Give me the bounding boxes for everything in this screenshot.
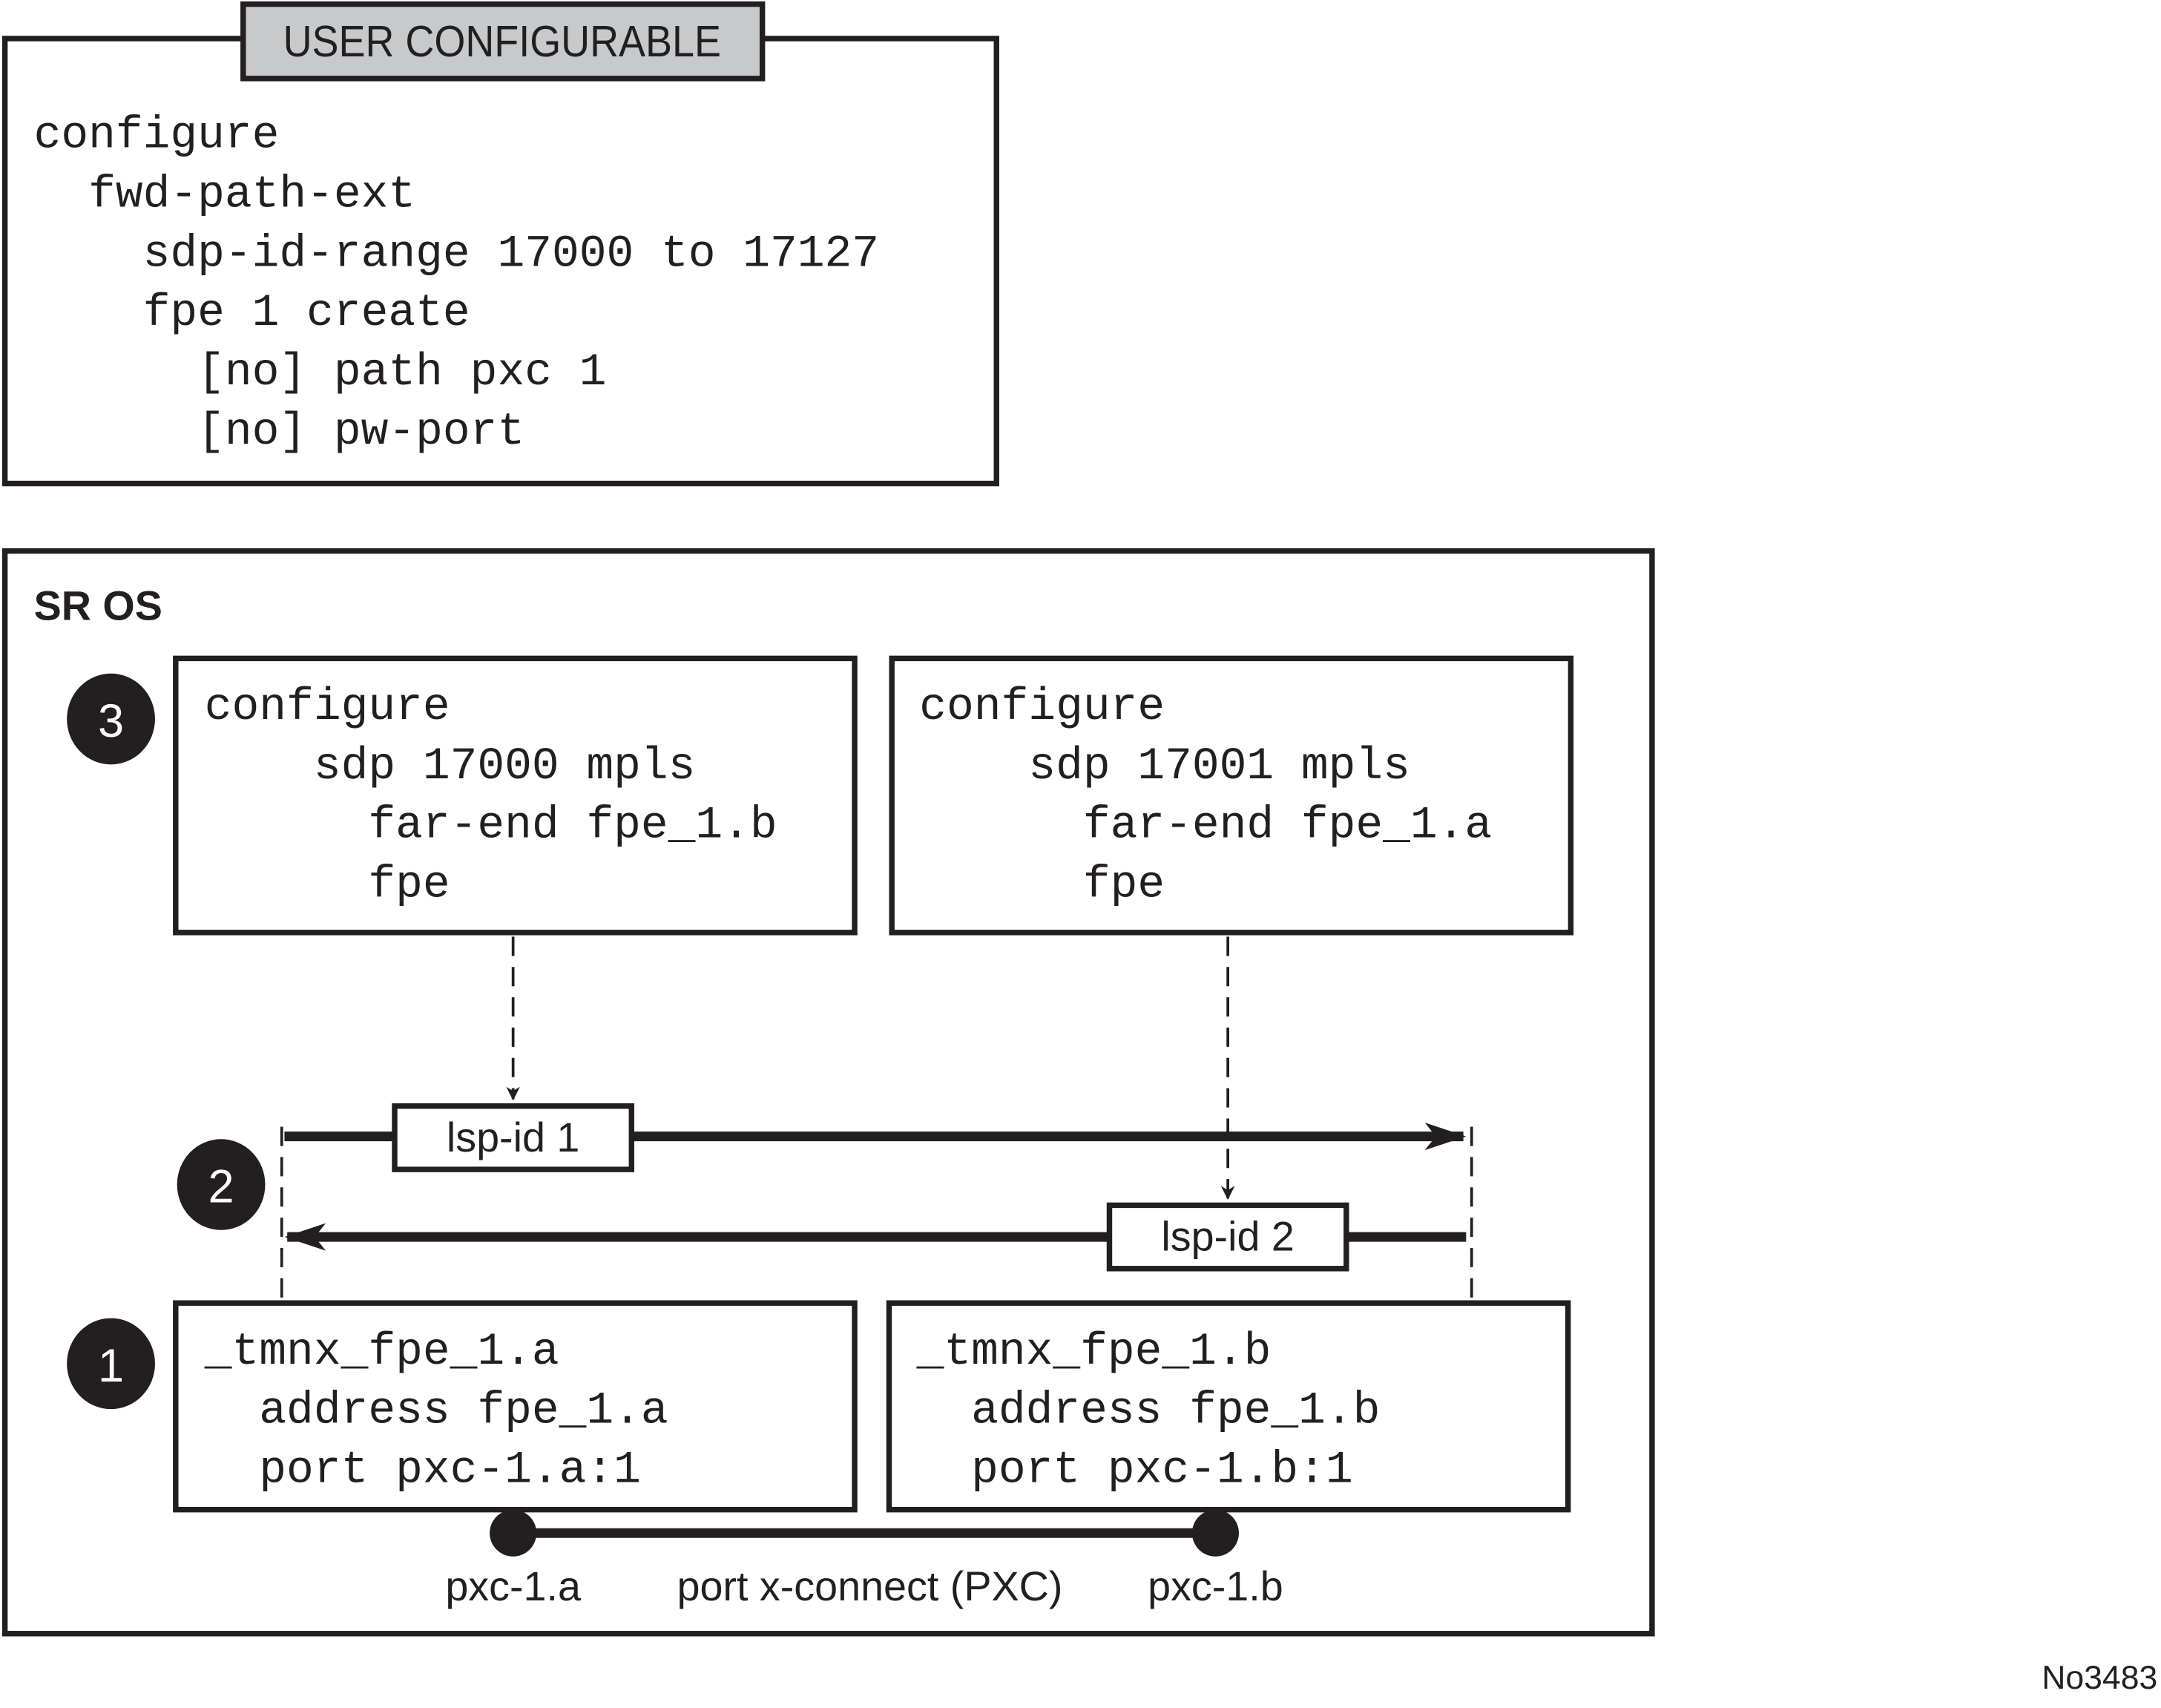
sdp-line: sdp 17000 mpls — [205, 741, 696, 792]
config-line: fwd-path-ext — [34, 169, 416, 220]
user-configurable-title-box — [240, 1, 766, 82]
step-number: 1 — [98, 1340, 124, 1392]
sdp-17001-config: configure sdp 17001 mpls far-end fpe_1.a… — [889, 655, 1574, 936]
lsp1-label-box — [392, 1103, 635, 1172]
lsp2-label-box — [1106, 1202, 1349, 1272]
user-configurable-frame — [1, 36, 999, 487]
step-3-badge: 3 — [67, 673, 155, 765]
step-badge-circle — [67, 673, 155, 765]
sdp-line: sdp 17001 mpls — [919, 741, 1410, 792]
iface-right-frame — [886, 1300, 1571, 1513]
sdp-line: far-end fpe_1.b — [205, 801, 777, 852]
sdp-line: configure — [205, 682, 450, 733]
sdp-17000-config: configure sdp 17000 mpls far-end fpe_1.b… — [173, 655, 858, 936]
sdp-line: configure — [919, 682, 1165, 733]
figure-id: No3483 — [2042, 1660, 2157, 1696]
pxc-left-label: pxc-1.a — [445, 1563, 581, 1609]
config-line: [no] path pxc 1 — [34, 347, 607, 398]
iface-line: port pxc-1.a:1 — [205, 1445, 641, 1497]
sros-panel: SR OS 3 configure sdp 17000 mpls far-end… — [1, 548, 1655, 1637]
iface-line: _tmnx_fpe_1.a — [204, 1327, 559, 1378]
pxc-1b-endpoint-icon — [1191, 1509, 1239, 1557]
config-line: sdp-id-range 17000 to 17127 — [34, 229, 879, 280]
step-1-badge: 1 — [67, 1318, 155, 1410]
pxc-connector: pxc-1.a port x-connect (PXC) pxc-1.b — [445, 1509, 1283, 1609]
step-badge-circle — [67, 1318, 155, 1410]
pxc-center-label: port x-connect (PXC) — [677, 1563, 1062, 1609]
iface-line: address fpe_1.a — [205, 1386, 668, 1437]
sdp-line: fpe — [919, 860, 1165, 911]
iface-line: port pxc-1.b:1 — [917, 1445, 1353, 1497]
step-number: 2 — [208, 1161, 234, 1213]
interface-fpe-1b: _tmnx_fpe_1.b address fpe_1.b port pxc-1… — [886, 1300, 1571, 1513]
user-configurable-title: USER CONFIGURABLE — [283, 16, 721, 66]
iface-line: _tmnx_fpe_1.b — [916, 1327, 1272, 1378]
step-number: 3 — [98, 695, 124, 747]
interface-fpe-1a: _tmnx_fpe_1.a address fpe_1.a port pxc-1… — [173, 1300, 858, 1513]
config-line: [no] pw-port — [34, 407, 525, 458]
config-line: configure — [34, 111, 280, 162]
sdp-left-frame — [173, 655, 858, 936]
sdp-line: far-end fpe_1.a — [919, 801, 1492, 852]
sdp-right-frame — [889, 655, 1574, 936]
step-badge-circle — [177, 1139, 266, 1230]
pxc-right-label: pxc-1.b — [1148, 1563, 1283, 1609]
iface-left-frame — [173, 1300, 858, 1513]
pxc-1a-endpoint-icon — [490, 1509, 537, 1557]
lsp1-label: lsp-id 1 — [447, 1114, 580, 1160]
config-line: fpe 1 create — [34, 288, 470, 339]
user-configurable-panel: USER CONFIGURABLE configure fwd-path-ext… — [1, 1, 999, 487]
lsp2-label: lsp-id 2 — [1161, 1214, 1295, 1260]
sros-title: SR OS — [34, 582, 162, 628]
iface-line: address fpe_1.b — [917, 1386, 1381, 1437]
step-2-badge: 2 — [177, 1139, 266, 1230]
sdp-line: fpe — [205, 860, 450, 911]
